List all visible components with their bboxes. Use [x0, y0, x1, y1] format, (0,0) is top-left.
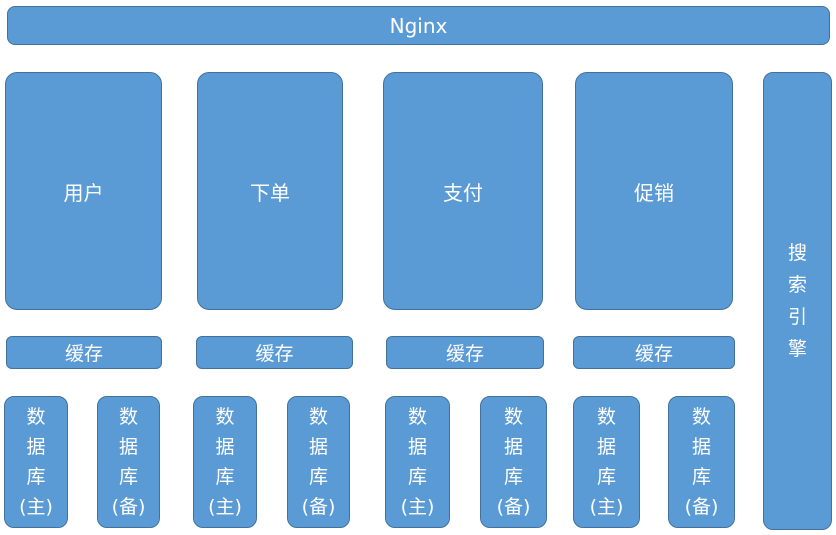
cache-box-promotion: 缓存	[573, 336, 735, 369]
database-box-user-primary: 数 据 库 (主)	[4, 396, 68, 528]
database-label: 数 据 库 (备)	[684, 406, 719, 518]
database-label: 数 据 库 (备)	[301, 406, 336, 518]
database-box-order-primary: 数 据 库 (主)	[193, 396, 257, 528]
service-label-order: 下单	[250, 180, 290, 205]
search-engine-label: 搜 索 引 擎	[787, 242, 807, 360]
nginx-gateway-box: Nginx	[7, 6, 830, 45]
service-box-order: 下单	[197, 72, 343, 310]
nginx-label: Nginx	[389, 13, 448, 38]
database-label: 数 据 库 (主)	[19, 406, 53, 518]
database-label: 数 据 库 (主)	[400, 406, 435, 518]
database-box-promotion-primary: 数 据 库 (主)	[573, 396, 640, 528]
database-box-payment-primary: 数 据 库 (主)	[385, 396, 450, 528]
cache-label: 缓存	[64, 343, 103, 365]
service-label-user: 用户	[63, 180, 104, 205]
database-label: 数 据 库 (备)	[111, 406, 146, 518]
search-engine-box: 搜 索 引 擎	[763, 72, 832, 530]
cache-box-user: 缓存	[6, 336, 162, 369]
database-box-order-backup: 数 据 库 (备)	[287, 396, 350, 528]
database-box-promotion-backup: 数 据 库 (备)	[668, 396, 735, 528]
database-box-payment-backup: 数 据 库 (备)	[480, 396, 547, 528]
service-label-payment: 支付	[443, 180, 483, 205]
cache-label: 缓存	[634, 343, 673, 365]
database-label: 数 据 库 (备)	[496, 406, 531, 518]
cache-label: 缓存	[445, 343, 484, 365]
database-label: 数 据 库 (主)	[208, 406, 242, 518]
service-label-promotion: 促销	[634, 180, 674, 205]
cache-box-payment: 缓存	[386, 336, 544, 369]
database-box-user-backup: 数 据 库 (备)	[97, 396, 160, 528]
cache-box-order: 缓存	[196, 336, 353, 369]
cache-label: 缓存	[255, 343, 294, 365]
service-box-promotion: 促销	[575, 72, 733, 310]
database-label: 数 据 库 (主)	[589, 406, 624, 518]
service-box-payment: 支付	[383, 72, 543, 310]
service-box-user: 用户	[5, 72, 162, 310]
